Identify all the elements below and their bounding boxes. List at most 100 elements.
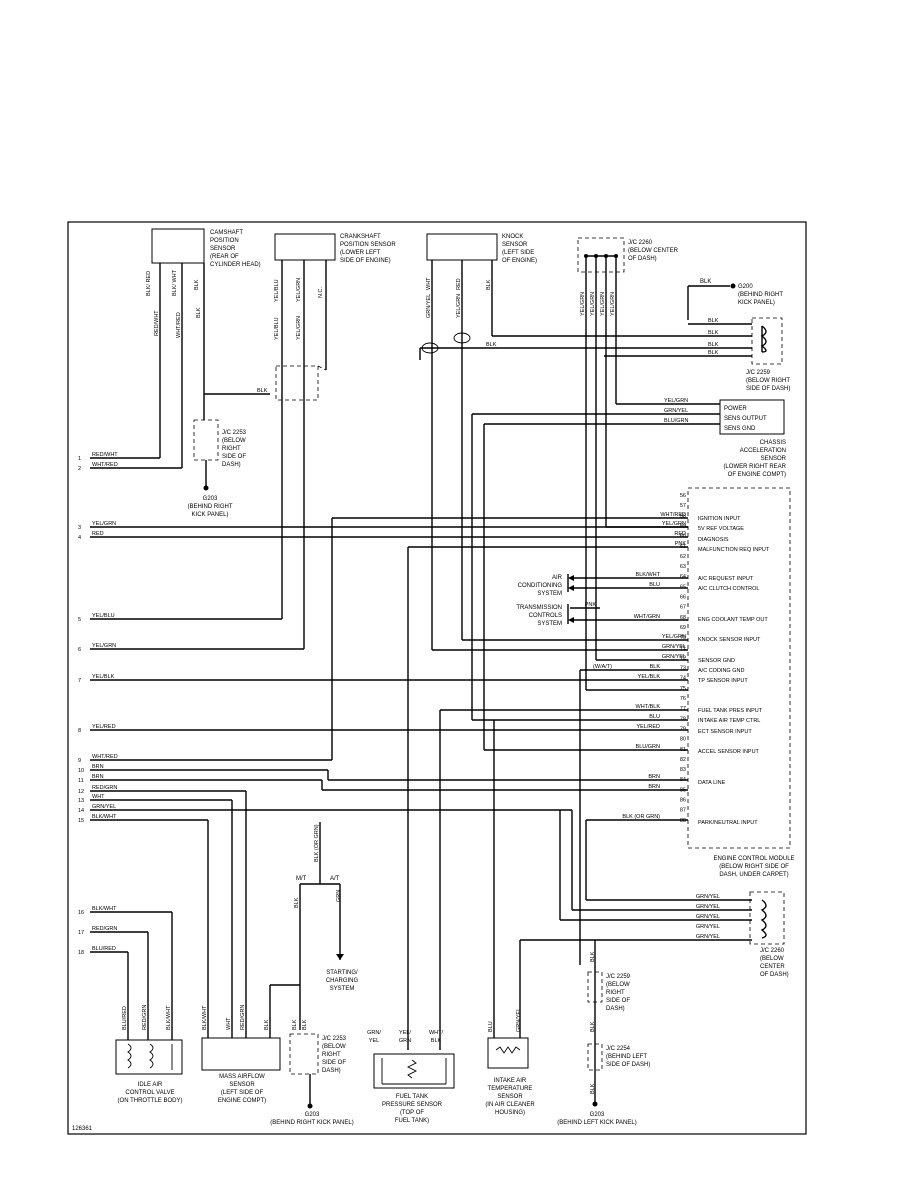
svg-text:YEL/GRN: YEL/GRN — [662, 634, 686, 640]
svg-text:J/C 2253: J/C 2253 — [222, 430, 247, 436]
svg-text:RED/GRN: RED/GRN — [142, 1005, 148, 1030]
left-wire-number: 9 — [78, 758, 81, 764]
svg-text:ACCELERATION: ACCELERATION — [740, 448, 786, 454]
svg-text:YEL/GRN: YEL/GRN — [296, 278, 302, 302]
left-wire-number: 13 — [78, 798, 84, 804]
svg-text:DASH): DASH) — [606, 1006, 625, 1012]
svg-text:BLU/GRN: BLU/GRN — [636, 744, 660, 750]
svg-text:INTAKE AIR TEMP CTRL: INTAKE AIR TEMP CTRL — [698, 718, 760, 724]
svg-text:A/C REQUEST INPUT: A/C REQUEST INPUT — [698, 576, 754, 582]
ecm-pin-68: 68 — [680, 615, 686, 621]
ecm-pin-72: 72 — [680, 655, 686, 661]
svg-text:GRN/YEL: GRN/YEL — [696, 904, 720, 910]
svg-text:J/C 2260: J/C 2260 — [760, 948, 785, 954]
svg-text:CONTROL VALVE: CONTROL VALVE — [125, 1090, 174, 1096]
top-vertical-wires — [159, 260, 752, 1050]
iac-label: IDLE AIR CONTROL VALVE (ON THROTTLE BODY… — [118, 1082, 183, 1104]
ecm-pin-57: 57 — [680, 503, 686, 509]
knock-sensor — [426, 233, 498, 261]
svg-text:WHT/RED: WHT/RED — [660, 512, 686, 518]
camshaft-label: CAMSHAFT POSITION SENSOR (REAR OF CYLIND… — [210, 230, 261, 268]
g203-bottom-ground — [307, 1103, 313, 1109]
ecm-pin-71: 71 — [680, 645, 686, 651]
svg-text:RED: RED — [456, 278, 462, 290]
jc2260-bottom — [749, 891, 785, 945]
svg-text:FUEL TANK): FUEL TANK) — [395, 1118, 429, 1124]
svg-text:PRESSURE SENSOR: PRESSURE SENSOR — [382, 1102, 443, 1108]
svg-text:YEL/BLU: YEL/BLU — [274, 279, 280, 302]
ftp-label: FUEL TANK PRESSURE SENSOR (TOP OF FUEL T… — [382, 1094, 443, 1124]
ecm-pin-58: 58 — [680, 513, 686, 519]
svg-text:BLU/GRN: BLU/GRN — [664, 418, 688, 424]
svg-text:DASH): DASH) — [322, 1068, 341, 1074]
svg-text:BLK: BLK — [292, 1019, 298, 1030]
camshaft-position-sensor — [151, 228, 205, 264]
svg-text:BLK/WHT: BLK/WHT — [202, 1005, 208, 1030]
svg-text:BLK: BLK — [708, 350, 719, 356]
svg-text:GRN/YEL: GRN/YEL — [662, 654, 686, 660]
left-wire-number: 17 — [78, 930, 84, 936]
ecm-functions: IGNITION INPUT 5V REF VOLTAGE DIAGNOSIS … — [698, 516, 770, 826]
svg-text:J/C 2259: J/C 2259 — [606, 974, 631, 980]
horizontal-wire-labels-top: BLK BLK BLK BLK BLK BLK YEL/GRN GRN/YEL … — [257, 318, 719, 424]
svg-text:GRN/YEL: GRN/YEL — [696, 934, 720, 940]
svg-text:YEL/BLK: YEL/BLK — [92, 674, 115, 680]
svg-text:BLU: BLU — [649, 582, 660, 588]
left-wire-colors: RED/WHT WHT/RED YEL/GRN RED YEL/BLU YEL/… — [92, 452, 118, 952]
svg-text:KNOCK: KNOCK — [502, 234, 523, 240]
svg-text:BLK: BLK — [196, 307, 202, 318]
trans-system-label: TRANSMISSION CONTROLS SYSTEM — [516, 605, 562, 627]
ecm-pin-69: 69 — [680, 625, 686, 631]
svg-text:WHT: WHT — [426, 277, 432, 290]
svg-text:GRN/YEL: GRN/YEL — [516, 1008, 522, 1032]
svg-text:SENS OUTPUT: SENS OUTPUT — [724, 416, 767, 422]
svg-text:(BELOW: (BELOW — [606, 982, 630, 988]
svg-text:SENSOR: SENSOR — [210, 246, 236, 252]
svg-text:KICK PANEL): KICK PANEL) — [738, 300, 775, 306]
svg-text:YEL/GRN: YEL/GRN — [92, 521, 116, 527]
svg-text:BLK: BLK — [650, 664, 661, 670]
jc2259-bot-label: J/C 2259 (BELOW RIGHT SIDE OF DASH) — [606, 974, 631, 1012]
ftp-pin-labels: GRN/YEL YEL/GRN WHT/BLK — [367, 1030, 443, 1044]
svg-text:(LOWER RIGHT REAR: (LOWER RIGHT REAR — [723, 464, 786, 470]
left-wire-number: 6 — [78, 647, 81, 653]
svg-text:A/C CODING GND: A/C CODING GND — [698, 668, 744, 674]
svg-text:(REAR OF: (REAR OF — [210, 254, 239, 260]
svg-text:OF DASH): OF DASH) — [760, 972, 789, 978]
fuel-tank-pressure-sensor — [373, 1053, 455, 1089]
svg-text:GRN/YEL: GRN/YEL — [696, 914, 720, 920]
svg-text:SIDE OF: SIDE OF — [322, 1060, 346, 1066]
maf-label: MASS AIRFLOW SENSOR (LEFT SIDE OF ENGINE… — [218, 1074, 266, 1104]
svg-text:CONTROLS: CONTROLS — [529, 613, 562, 619]
svg-text:RED: RED — [674, 531, 686, 537]
svg-text:(W/A/T): (W/A/T) — [593, 664, 612, 670]
g203-bottom-label: G203 (BEHIND RIGHT KICK PANEL) — [270, 1112, 353, 1126]
ecm-pin-80: 80 — [680, 737, 686, 743]
svg-text:BLK: BLK — [590, 1083, 596, 1094]
diagram-frame — [67, 221, 807, 1135]
svg-text:BRN: BRN — [648, 784, 660, 790]
svg-text:J/C 2259: J/C 2259 — [746, 370, 771, 376]
svg-text:WHT/RED: WHT/RED — [92, 754, 118, 760]
svg-text:(BELOW CENTER: (BELOW CENTER — [628, 248, 679, 254]
svg-text:WHT/: WHT/ — [429, 1030, 444, 1036]
svg-text:YEL/GRN: YEL/GRN — [662, 521, 686, 527]
svg-text:SIDE OF: SIDE OF — [606, 998, 630, 1004]
intake-air-temperature-sensor — [487, 1037, 529, 1069]
left-wire-number: 3 — [78, 525, 81, 531]
svg-text:YEL/GRN: YEL/GRN — [456, 294, 462, 318]
jc2259-top — [751, 317, 783, 365]
svg-text:YEL/GRN: YEL/GRN — [296, 316, 302, 340]
svg-text:(ON THROTTLE BODY): (ON THROTTLE BODY) — [118, 1098, 183, 1104]
svg-text:RED/GRN: RED/GRN — [92, 926, 117, 932]
svg-text:YEL/RED: YEL/RED — [636, 724, 660, 730]
svg-text:GRN/YEL: GRN/YEL — [662, 644, 686, 650]
svg-text:(BELOW RIGHT: (BELOW RIGHT — [746, 378, 790, 384]
top-vertical-labels: BLK/ RED BLK/ WHT BLK RED/WHT WHT/RED BL… — [146, 269, 616, 340]
left-wire-number: 10 — [78, 768, 84, 774]
knock-label: KNOCK SENSOR (LEFT SIDE OF ENGINE) — [502, 234, 537, 264]
svg-text:(IN AIR CLEANER: (IN AIR CLEANER — [485, 1102, 535, 1108]
svg-text:GRN/: GRN/ — [367, 1030, 381, 1036]
